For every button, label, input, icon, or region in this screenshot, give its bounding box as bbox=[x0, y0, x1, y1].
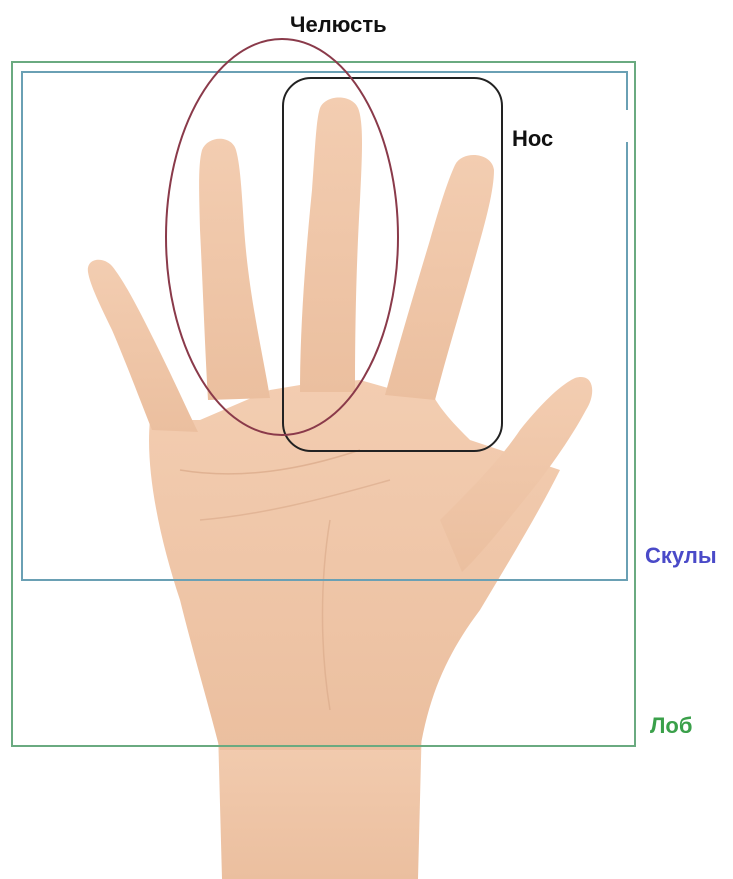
middle-finger bbox=[300, 98, 362, 393]
index-finger bbox=[385, 155, 494, 400]
ring-finger bbox=[199, 139, 270, 400]
cheekbones-label: Скулы bbox=[645, 545, 717, 567]
nose-label: Нос bbox=[512, 128, 553, 150]
forehead-label: Лоб bbox=[650, 715, 692, 737]
edge-mark bbox=[620, 110, 630, 142]
jaw-label: Челюсть bbox=[290, 14, 387, 36]
little-finger bbox=[88, 260, 198, 432]
